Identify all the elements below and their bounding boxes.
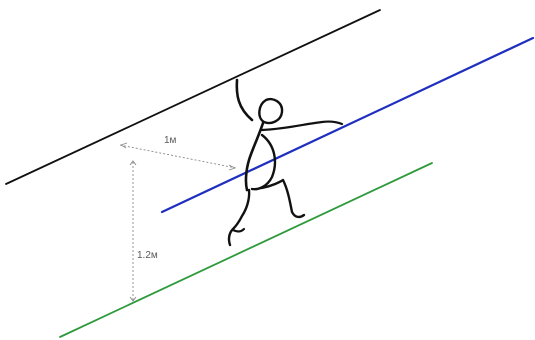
figure-back-leg [227,188,251,247]
figure-head [258,98,284,125]
vertical-dimension [129,160,137,302]
figure-belly [250,133,277,191]
figure-back-foot [231,227,246,233]
figure-raised-arm [235,78,254,122]
bottom-green-line [59,162,433,338]
figure-front-leg [260,178,306,219]
horizontal-dimension [119,142,237,171]
vertical-distance-label: 1.2м [137,250,158,261]
top-black-line [5,9,381,185]
figure-torso [244,121,265,192]
middle-blue-line [160,36,535,214]
horizontal-distance-label: 1м [164,135,177,146]
figure-extended-arm [260,120,344,132]
stick-figure [227,78,344,247]
